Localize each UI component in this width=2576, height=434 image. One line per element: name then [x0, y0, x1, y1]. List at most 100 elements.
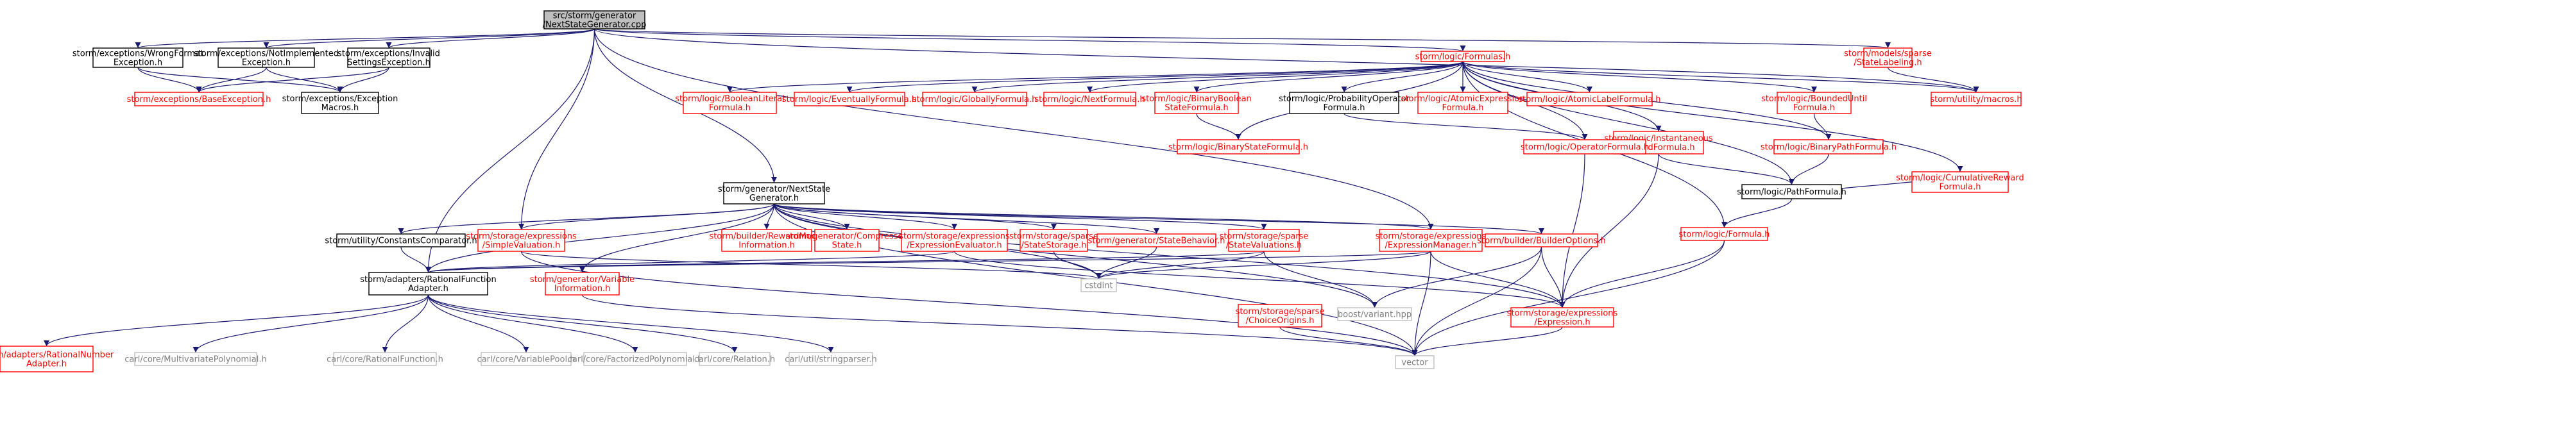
- node-box-simpleval[interactable]: [477, 229, 565, 252]
- node-box-multivar[interactable]: [134, 352, 257, 366]
- node-operatorformula[interactable]: storm/logic/OperatorFormula.h: [1521, 139, 1649, 154]
- node-box-root[interactable]: [543, 10, 645, 29]
- node-statebehavior[interactable]: storm/generator/StateBehavior.h: [1088, 233, 1225, 247]
- node-box-statestorage[interactable]: [1019, 229, 1088, 252]
- node-box-nsg_h[interactable]: [723, 182, 825, 204]
- node-binarypath[interactable]: storm/logic/BinaryPathFormula.h: [1761, 139, 1897, 154]
- node-box-choiceorigins[interactable]: [1238, 304, 1322, 328]
- node-box-statevaluations[interactable]: [1228, 229, 1300, 252]
- node-box-formulas[interactable]: [1420, 51, 1505, 62]
- node-box-binarybool[interactable]: [1154, 92, 1239, 114]
- node-vector[interactable]: vector: [1395, 355, 1435, 369]
- node-box-ratnumber[interactable]: [0, 346, 94, 372]
- node-variablepool[interactable]: carl/core/VariablePool.h: [477, 352, 576, 366]
- node-box-rationalfunction[interactable]: [333, 352, 437, 366]
- node-cstdint[interactable]: cstdint: [1080, 278, 1117, 292]
- node-binarystate[interactable]: storm/logic/BinaryStateFormula.h: [1168, 139, 1308, 154]
- node-box-probop[interactable]: [1289, 92, 1399, 114]
- node-stringparser[interactable]: carl/util/stringparser.h: [785, 352, 877, 366]
- node-next[interactable]: storm/logic/NextFormula.h: [1034, 92, 1145, 106]
- node-expression[interactable]: storm/storage/expressions/Expression.h: [1507, 307, 1618, 328]
- node-exprevaluator[interactable]: storm/storage/expressions/ExpressionEval…: [899, 229, 1010, 252]
- node-box-pathformula[interactable]: [1741, 184, 1842, 199]
- node-box-expression[interactable]: [1510, 307, 1614, 328]
- node-box-builderoptions[interactable]: [1485, 233, 1598, 247]
- node-box-variant[interactable]: [1337, 307, 1412, 321]
- node-invalidsettings[interactable]: storm/exceptions/InvalidSettingsExceptio…: [337, 47, 440, 68]
- node-box-baseexception[interactable]: [134, 92, 264, 106]
- node-simpleval[interactable]: storm/storage/expressions/SimpleValuatio…: [466, 229, 577, 252]
- node-builderoptions[interactable]: storm/builder/BuilderOptions.h: [1477, 233, 1606, 247]
- node-box-exceptionmacros[interactable]: [301, 92, 379, 114]
- node-box-stringparser[interactable]: [789, 352, 873, 366]
- node-relation[interactable]: carl/core/Relation.h: [694, 352, 775, 366]
- node-label-simpleval-1: /SimpleValuation.h: [482, 241, 561, 251]
- node-box-exprmanager[interactable]: [1379, 229, 1483, 252]
- node-box-wrongformat[interactable]: [92, 47, 183, 68]
- node-formulas[interactable]: storm/logic/Formulas.h: [1415, 51, 1511, 62]
- node-box-variablepool[interactable]: [481, 352, 572, 366]
- node-root[interactable]: src/storm/generator/NextStateGenerator.c…: [543, 10, 647, 30]
- node-globally[interactable]: storm/logic/GloballyFormula.h: [912, 92, 1037, 106]
- node-box-atomiclabel[interactable]: [1526, 92, 1653, 106]
- node-box-formula[interactable]: [1680, 227, 1768, 241]
- node-box-ratfunc[interactable]: [368, 272, 488, 296]
- node-box-vector[interactable]: [1395, 355, 1435, 369]
- node-box-binarypath[interactable]: [1773, 139, 1884, 154]
- node-pathformula[interactable]: storm/logic/PathFormula.h: [1737, 184, 1847, 199]
- node-nsg_h[interactable]: storm/generator/NextStateGenerator.h: [718, 182, 830, 204]
- node-box-boolliteral[interactable]: [683, 92, 777, 114]
- node-box-cumreward[interactable]: [1911, 171, 2009, 193]
- node-box-atomicexpr[interactable]: [1417, 92, 1508, 114]
- node-box-relation[interactable]: [699, 352, 771, 366]
- node-box-varinfo[interactable]: [545, 272, 620, 296]
- node-multivar[interactable]: carl/core/MultivariatePolynomial.h: [124, 352, 267, 366]
- node-atomiclabel[interactable]: storm/logic/AtomicLabelFormula.h: [1518, 92, 1661, 106]
- node-box-notimpl[interactable]: [218, 47, 315, 68]
- node-box-statebehavior[interactable]: [1096, 233, 1216, 247]
- node-statevaluations[interactable]: storm/storage/sparse/StateValuations.h: [1220, 229, 1309, 252]
- node-box-cstdint[interactable]: [1080, 278, 1117, 292]
- node-box-compressed[interactable]: [814, 229, 880, 252]
- node-box-binarystate[interactable]: [1177, 139, 1300, 154]
- node-box-macros[interactable]: [1931, 92, 2022, 106]
- node-factorized[interactable]: carl/core/FactorizedPolynomial.h: [568, 352, 703, 366]
- node-variant[interactable]: boost/variant.hpp: [1337, 307, 1412, 321]
- node-exprmanager[interactable]: storm/storage/expressions/ExpressionMana…: [1376, 229, 1487, 252]
- node-choiceorigins[interactable]: storm/storage/sparse/ChoiceOrigins.h: [1236, 304, 1325, 328]
- node-formula[interactable]: storm/logic/Formula.h: [1679, 227, 1770, 241]
- node-box-invalidsettings[interactable]: [347, 47, 431, 68]
- node-eventually[interactable]: storm/logic/EventuallyFormula.h: [782, 92, 917, 106]
- node-box-eventually[interactable]: [794, 92, 905, 106]
- node-box-operatorformula[interactable]: [1523, 139, 1646, 154]
- node-box-constcomp[interactable]: [336, 233, 466, 247]
- node-box-globally[interactable]: [922, 92, 1027, 106]
- node-box-exprevaluator[interactable]: [901, 229, 1008, 252]
- node-baseexception[interactable]: storm/exceptions/BaseException.h: [127, 92, 271, 106]
- node-statestorage[interactable]: storm/storage/sparse/StateStorage.h: [1009, 229, 1098, 252]
- node-macros[interactable]: storm/utility/macros.h: [1930, 92, 2022, 106]
- node-box-rewardmodel[interactable]: [721, 229, 812, 252]
- node-constcomp[interactable]: storm/utility/ConstantsComparator.h: [325, 233, 477, 247]
- node-box-factorized[interactable]: [583, 352, 687, 366]
- node-box-statelabeling[interactable]: [1863, 47, 1913, 68]
- node-box-boundeduntil[interactable]: [1777, 92, 1852, 114]
- node-rationalfunction[interactable]: carl/core/RationalFunction.h: [327, 352, 443, 366]
- node-statelabeling[interactable]: storm/models/sparse/StateLabeling.h: [1844, 47, 1932, 68]
- node-label-rationalfunction-0: carl/core/RationalFunction.h: [327, 355, 443, 365]
- node-box-next[interactable]: [1043, 92, 1136, 106]
- node-notimpl[interactable]: storm/exceptions/NotImplementedException…: [194, 47, 339, 68]
